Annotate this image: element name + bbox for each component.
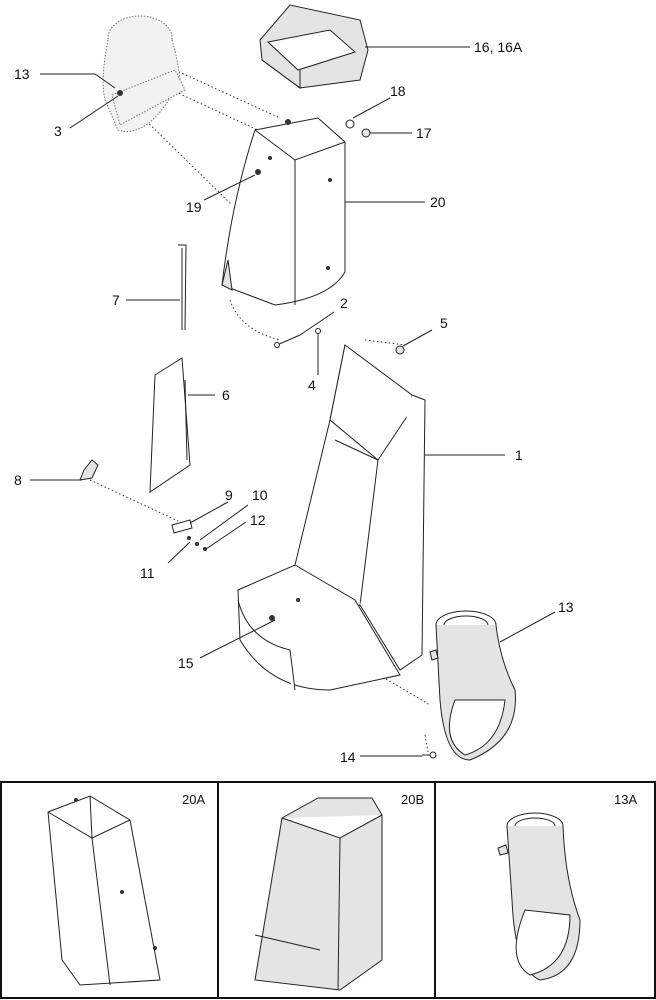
callout-15: 15 [178, 655, 194, 671]
part-15-lower-housing [236, 564, 401, 691]
callout-1: 1 [515, 447, 523, 463]
callout-13-lower: 13 [558, 599, 574, 615]
inset-20a-chute [47, 795, 161, 986]
callout-2: 2 [340, 295, 348, 311]
callout-3: 3 [54, 123, 62, 139]
inset-20b-chute [254, 797, 383, 991]
hardware-9-12 [171, 519, 207, 551]
callout-19: 19 [186, 199, 202, 215]
part-13-ghost-chute [102, 15, 186, 132]
callout-10: 10 [252, 487, 268, 503]
part-7-rod [178, 244, 187, 331]
inset-13a-spout [497, 812, 581, 981]
callout-13-upper: 13 [14, 66, 30, 82]
hardware-17-18 [345, 119, 371, 138]
callout-12: 12 [250, 512, 266, 528]
callout-18: 18 [390, 83, 406, 99]
callout-16-16a: 16, 16A [474, 39, 523, 55]
callout-8: 8 [14, 472, 22, 488]
callout-11: 11 [140, 565, 155, 581]
callout-14: 14 [340, 749, 356, 765]
callout-9: 9 [225, 487, 233, 503]
callout-7: 7 [112, 292, 120, 308]
part-13-spout [429, 610, 516, 761]
callout-6: 6 [222, 387, 230, 403]
inset-label-20a: 20A [182, 792, 206, 807]
hardware-14-bolt [422, 751, 437, 759]
callout-17: 17 [416, 125, 432, 141]
part-6-deflector-plate [149, 357, 191, 493]
inset-label-13a: 13A [614, 792, 638, 807]
inset-label-20b: 20B [401, 792, 425, 807]
part-8-handle [79, 459, 99, 481]
callout-5: 5 [440, 315, 448, 331]
callout-4: 4 [308, 377, 316, 393]
callout-leaders [30, 46, 556, 757]
part-16-hood [259, 4, 369, 89]
hardware-2-4-5 [274, 328, 405, 355]
callout-20: 20 [430, 194, 446, 210]
part-1-main-chute [294, 344, 426, 671]
part-20-upper-chute [221, 117, 346, 306]
inset-frames [0, 781, 656, 999]
